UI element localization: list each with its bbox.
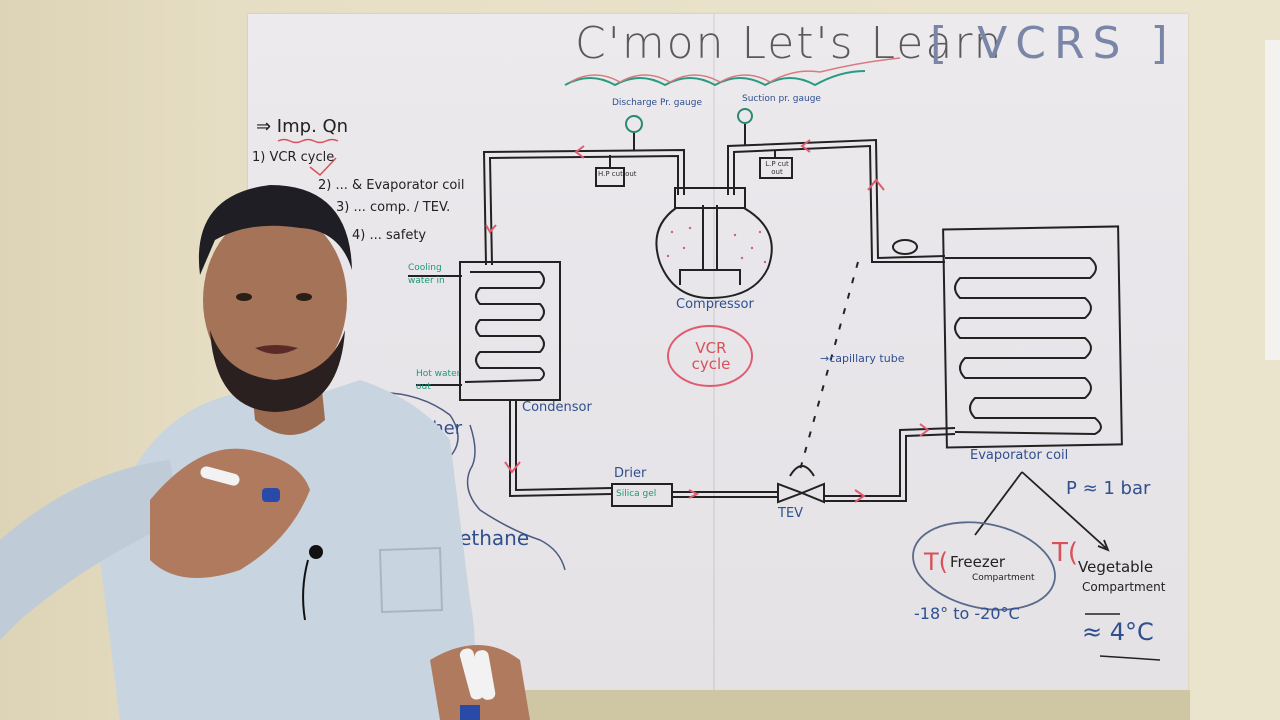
hp-cutout-label: H.P cut out xyxy=(598,170,637,178)
drier-label: Drier xyxy=(614,466,647,481)
silica-gel-label: Silica gel xyxy=(616,489,657,499)
cooling-water-in-label: Cooling water in xyxy=(408,263,445,286)
freezer-label: Freezer xyxy=(950,553,1006,571)
discharge-gauge-label: Discharge Pr. gauge xyxy=(612,98,702,108)
vcr-cycle-label: VCR cycle xyxy=(691,339,731,373)
wall-panel xyxy=(1265,40,1280,360)
imp-question-2: 2) ... & Evaporator coil xyxy=(318,178,465,193)
freezer-compartment-sub: Compartment xyxy=(972,573,1035,583)
evaporator-coil-label: Evaporator coil xyxy=(970,448,1069,463)
vegetable-tk-mark: T( xyxy=(1052,538,1079,568)
vegetable-label: Vegetable xyxy=(1078,558,1154,576)
freezer-temperature: -18° to -20°C xyxy=(914,604,1020,623)
condenser-label: Condensor xyxy=(522,400,592,415)
chart-title: C'mon Let's Learn xyxy=(575,18,1004,69)
imp-question-1: 1) VCR cycle xyxy=(252,150,335,165)
imp-questions-heading: ⇒ Imp. Qn xyxy=(256,116,349,137)
hot-water-out-label: Hot water out xyxy=(416,369,461,392)
vegetable-temperature: ≈ 4°C xyxy=(1082,618,1154,646)
wall-skirting xyxy=(420,690,1190,720)
tev-label: TEV xyxy=(778,506,804,521)
paper-fold xyxy=(713,14,715,704)
vegetable-compartment-sub: Compartment xyxy=(1082,580,1166,594)
imp-question-3: 3) ... comp. / TEV. xyxy=(336,200,451,215)
lp-cutout-label: L.P cut out xyxy=(765,160,789,176)
suction-gauge-label: Suction pr. gauge xyxy=(742,94,821,104)
chart-topic-bracket: [ VCRS ] xyxy=(930,18,1176,69)
freezer-tk-mark: T( xyxy=(924,548,949,576)
imp-question-4: 4) ... safety xyxy=(352,228,427,243)
compressor-label: Compressor xyxy=(676,297,754,312)
capillary-tube-label: →capillary tube xyxy=(820,352,905,365)
evaporator-pressure-label: P ≈ 1 bar xyxy=(1066,478,1151,499)
